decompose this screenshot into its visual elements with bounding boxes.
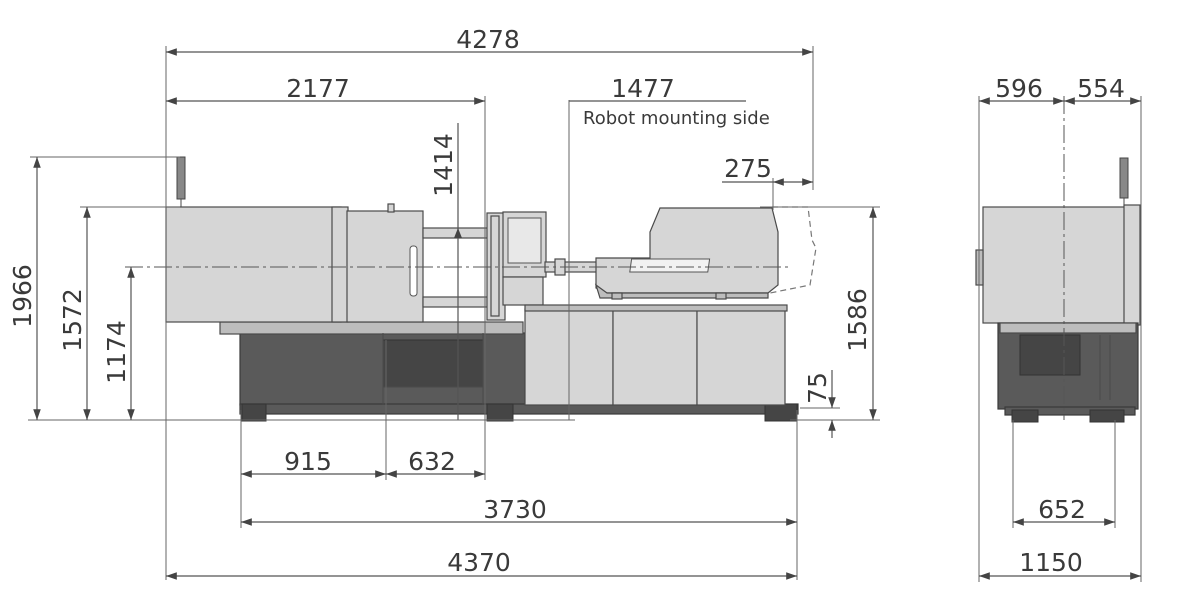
dim-596-label: 596 <box>995 74 1043 103</box>
front-foot-left <box>1011 409 1039 423</box>
cabinet-2 <box>612 308 698 406</box>
dim-1586-label: 1586 <box>843 288 872 352</box>
clamp-housing-rear <box>331 206 349 323</box>
dim-75-label: 75 <box>803 372 832 404</box>
dim-1966-label: 1966 <box>8 264 37 328</box>
dim-1150-label: 1150 <box>1019 548 1083 577</box>
dim-1414-label: 1414 <box>429 133 458 197</box>
front-view-dimensions: 596 554 652 1150 <box>978 74 1142 582</box>
foot-right <box>764 403 798 422</box>
dim-1477-label: 1477 <box>611 74 675 103</box>
control-screen <box>507 217 542 264</box>
dim-915-label: 915 <box>284 447 332 476</box>
injection-unit <box>595 207 779 294</box>
side-view-machine <box>125 156 817 422</box>
dim-632-label: 632 <box>408 447 456 476</box>
clamp-housing <box>165 206 342 323</box>
base-rail <box>239 403 799 415</box>
front-foot-right <box>1089 409 1125 423</box>
robot-mounting-note: Robot mounting side <box>583 108 770 129</box>
dim-554-label: 554 <box>1077 74 1125 103</box>
dim-652-label: 652 <box>1038 495 1086 524</box>
dim-275-label: 275 <box>724 154 772 183</box>
cabinet-3 <box>696 308 786 406</box>
dim-3730-label: 3730 <box>483 495 547 524</box>
front-signal-light <box>1119 157 1129 199</box>
guard-handle <box>409 245 418 297</box>
dim-1572-label: 1572 <box>58 288 87 352</box>
base-frame-inner-panel <box>382 339 484 388</box>
foot-left <box>241 403 267 422</box>
front-view-machine <box>975 96 1141 423</box>
tie-bar-bottom <box>422 296 489 308</box>
base-frame-top-lip <box>219 321 524 335</box>
foot-middle <box>486 403 514 422</box>
injection-nameplate <box>629 258 711 273</box>
dim-4370-label: 4370 <box>447 548 511 577</box>
dim-4278-label: 4278 <box>456 25 520 54</box>
signal-light-side <box>176 156 186 200</box>
side-view-dimensions: 4278 2177 1477 Robot mounting side 275 1… <box>8 25 880 580</box>
dim-1174-label: 1174 <box>102 320 131 384</box>
dim-2177-label: 2177 <box>286 74 350 103</box>
front-body <box>982 206 1139 324</box>
